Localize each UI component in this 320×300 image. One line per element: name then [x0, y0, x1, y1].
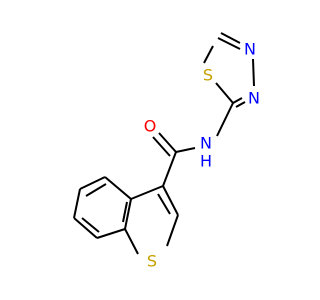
bond-double	[235, 101, 246, 108]
thiadiazole-nitrogen-label: N	[244, 40, 256, 59]
amide-group	[152, 132, 196, 187]
bond	[73, 188, 81, 219]
thiadiazole-nitrogen-label: N	[248, 89, 260, 108]
bond	[216, 102, 234, 137]
benzene-ring	[73, 176, 132, 239]
bond-double-inner	[122, 201, 128, 223]
bond-double	[152, 136, 171, 157]
bond	[203, 45, 214, 64]
molecule-structure: O N H S N N S	[73, 32, 260, 271]
bond	[162, 185, 179, 216]
bond	[73, 217, 98, 239]
thiophene-sulfur-label: S	[147, 252, 157, 271]
amide-hydrogen-label: H	[200, 152, 212, 171]
bond	[217, 37, 241, 50]
bond	[130, 185, 164, 200]
thiadiazole-ring	[203, 32, 255, 137]
bond	[175, 147, 196, 153]
thiophene-ring	[124, 185, 179, 255]
bond	[79, 176, 106, 190]
oxygen-atom-label: O	[144, 117, 157, 136]
bond-double-inner	[85, 183, 107, 197]
bond	[232, 97, 243, 104]
bond-double-inner	[157, 193, 171, 215]
bond	[166, 214, 179, 247]
thiadiazole-sulfur-label: S	[203, 66, 213, 85]
bond	[124, 228, 139, 255]
bond-double-inner	[81, 217, 100, 233]
bond	[96, 228, 126, 239]
bond	[104, 176, 132, 200]
bond	[162, 151, 177, 187]
bond-double	[220, 32, 241, 44]
bond	[252, 58, 255, 87]
bond	[158, 132, 177, 153]
bond	[215, 82, 234, 104]
bond	[124, 198, 132, 230]
amide-nitrogen-label: N	[200, 134, 212, 153]
